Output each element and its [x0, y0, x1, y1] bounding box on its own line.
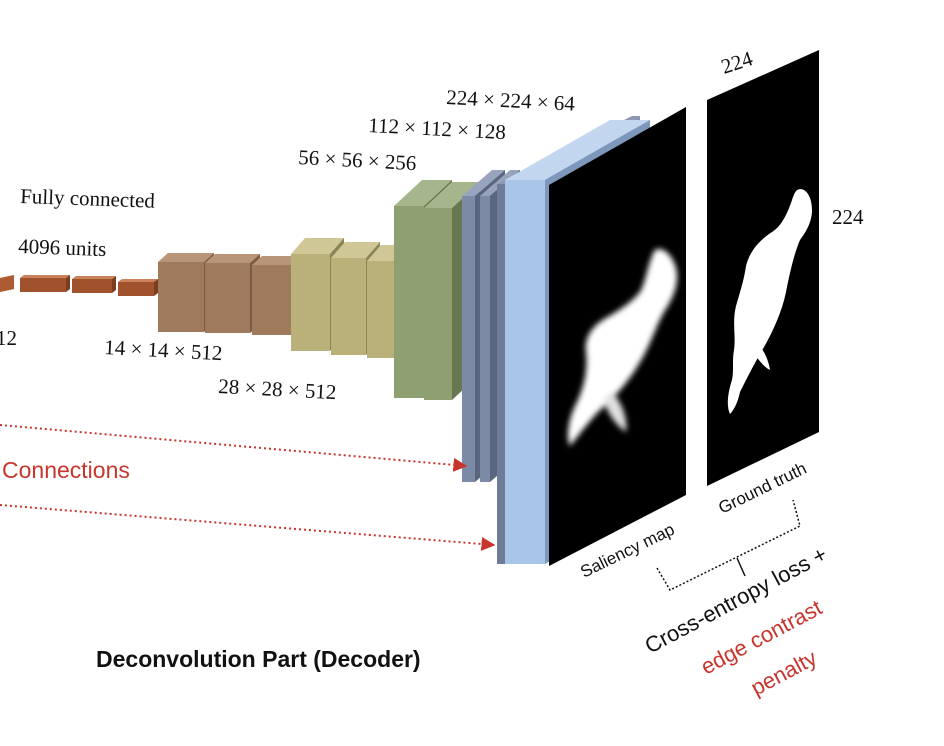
saliency-map-image	[549, 107, 686, 566]
fully-connected-label: Fully connected	[20, 184, 156, 213]
dim-56-label: 56 × 56 × 256	[298, 145, 417, 175]
fc-unit	[20, 275, 70, 292]
loss-line3-label: penalty	[747, 645, 821, 700]
fc-unit	[72, 276, 116, 293]
fc-unit	[0, 275, 14, 292]
dim-224-label: 224 × 224 × 64	[446, 85, 576, 116]
skip-connections	[0, 424, 496, 551]
fc-units	[0, 275, 158, 296]
partial-left-label: 12	[0, 326, 17, 350]
block-14-b	[205, 254, 260, 333]
fc-unit	[118, 279, 158, 296]
connections-label: Connections	[2, 457, 130, 483]
block-28x28x512	[291, 238, 408, 358]
units-label: 4096 units	[18, 234, 107, 261]
dim-112-label: 112 × 112 × 128	[368, 113, 507, 144]
decoder-title: Deconvolution Part (Decoder)	[96, 646, 421, 672]
ground-truth-image	[707, 50, 819, 486]
image-width-label: 224	[718, 46, 756, 79]
block-14x14x512	[158, 253, 303, 335]
skip-connection-arrow-lower	[0, 504, 496, 551]
saliency-silhouette-icon	[568, 248, 678, 446]
image-height-label: 224	[832, 205, 864, 229]
ground-truth-silhouette-icon	[727, 189, 812, 414]
loss-bracket	[656, 499, 801, 591]
dim-14-label: 14 × 14 × 512	[104, 335, 223, 365]
dim-28-label: 28 × 28 × 512	[218, 374, 337, 404]
